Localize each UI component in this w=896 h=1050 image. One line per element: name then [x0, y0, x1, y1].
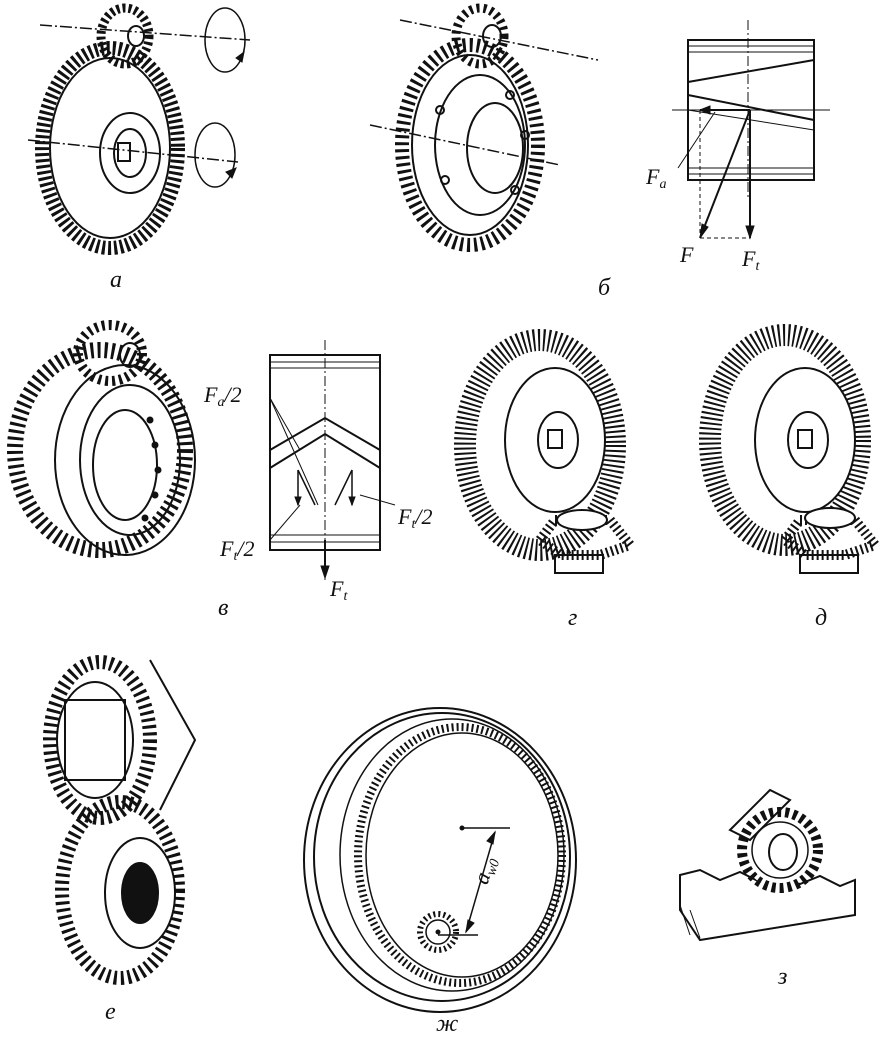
rack-and-pinion — [679, 788, 856, 942]
herringbone-force-diagram — [269, 340, 396, 580]
label-b: б — [598, 275, 611, 301]
force-label-fa: Fa — [646, 164, 667, 192]
label-g: г — [568, 605, 578, 631]
herringbone-gear-pair — [7, 320, 196, 558]
label-d: д — [815, 605, 828, 631]
internal-gear-pair — [303, 707, 577, 1013]
label-z: з — [778, 964, 788, 990]
force-label-ft: Ft — [742, 246, 760, 274]
force-label-fa-half: Fa/2 — [204, 382, 242, 410]
spur-gear-pair — [27, 3, 251, 255]
force-label-ft-half-right: Ft/2 — [398, 504, 433, 532]
label-a: а — [110, 267, 122, 293]
force-label-f: F — [680, 242, 694, 267]
helical-force-diagram — [672, 20, 830, 240]
helical-gear-pair — [369, 3, 599, 252]
straight-bevel-gears — [454, 329, 639, 574]
force-label-ft-total: Ft — [330, 576, 348, 604]
label-zh: ж — [436, 1011, 459, 1037]
label-e: е — [105, 999, 116, 1025]
label-v: в — [218, 595, 229, 621]
force-label-ft-half-left: Ft/2 — [220, 536, 255, 564]
spiral-bevel-gears — [699, 324, 884, 574]
crossed-helical-gears — [43, 655, 197, 985]
